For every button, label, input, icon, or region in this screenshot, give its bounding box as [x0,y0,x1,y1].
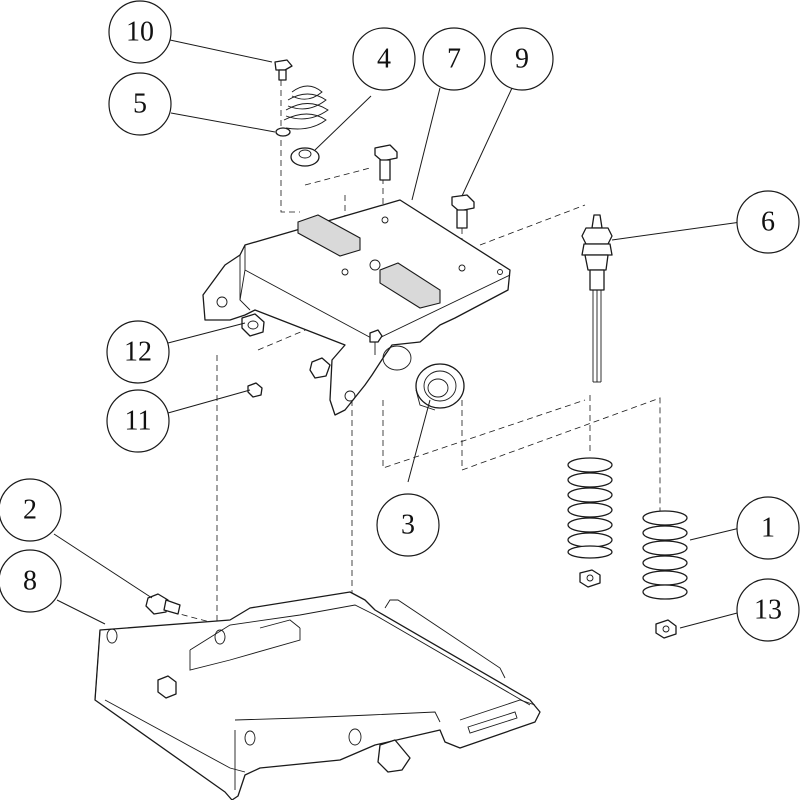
spring-right [642,510,688,639]
callout-4-label: 4 [377,44,391,75]
assembly-guide-lines [171,80,661,720]
callout-9-label: 9 [515,44,529,75]
callout-10: 10 [108,0,172,64]
mounting-plate [202,199,511,416]
callout-7: 7 [422,27,486,91]
callout-3-label: 3 [401,510,415,541]
sensor-with-cable [581,214,613,383]
grommet [415,363,465,411]
springs [567,457,688,639]
callout-11-label: 11 [125,406,152,437]
leader-lines [53,39,742,629]
callout-2-label: 2 [23,495,37,526]
callout-4: 4 [352,27,416,91]
callout-1: 1 [736,496,800,560]
spring-left [567,457,613,588]
callout-10-label: 10 [126,17,154,48]
base-bracket [94,591,541,800]
callout-3: 3 [376,493,440,557]
callout-2: 2 [0,478,62,542]
callout-13-label: 13 [754,595,782,626]
callout-1-label: 1 [761,513,775,544]
callout-9: 9 [490,27,554,91]
callout-13: 13 [736,578,800,642]
hardware-top [241,59,475,398]
callout-8: 8 [0,549,62,613]
callout-12: 12 [106,320,170,384]
callout-6-label: 6 [761,207,775,238]
callout-5-label: 5 [133,89,147,120]
callout-6: 6 [736,190,800,254]
side-bolt [145,593,181,615]
callout-8-label: 8 [23,566,37,597]
callout-12-label: 12 [124,337,152,368]
callout-7-label: 7 [447,44,461,75]
callout-5: 5 [108,72,172,136]
callout-11: 11 [106,389,170,453]
